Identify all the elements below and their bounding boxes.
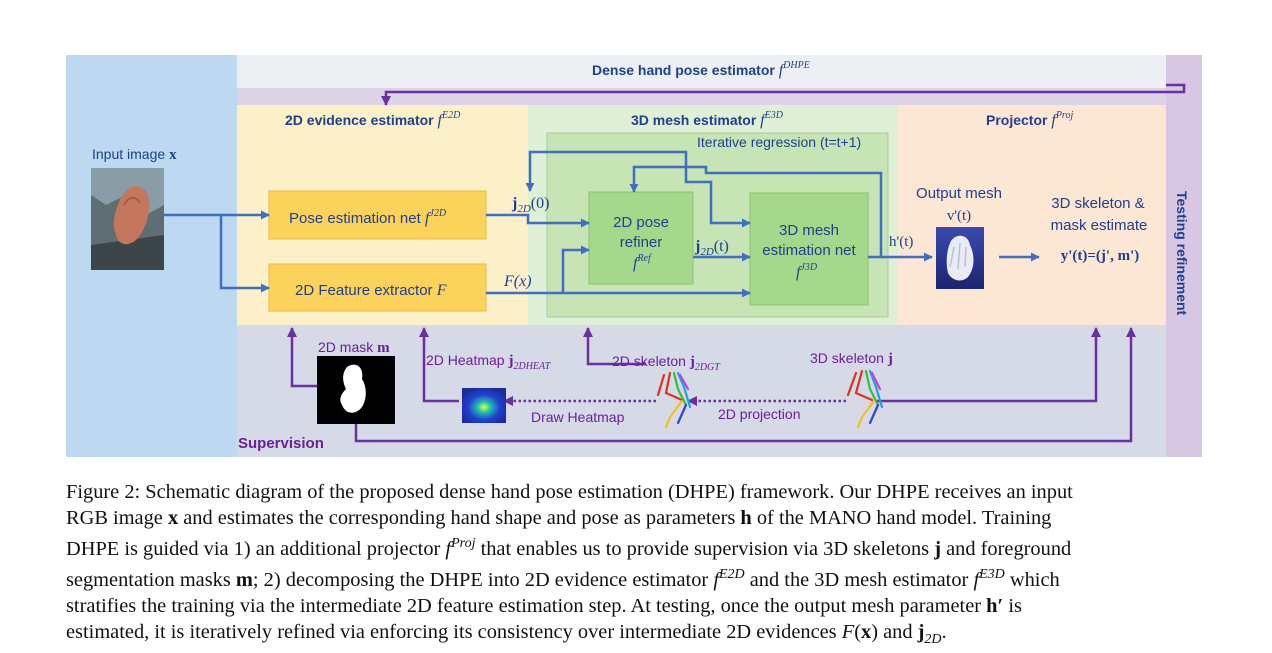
- dense-estimator-title: Dense hand pose estimator fDHPE: [592, 60, 810, 79]
- pose-refiner-symbol: fRef: [633, 253, 652, 272]
- input-image-label: Input image x: [92, 146, 177, 163]
- testing-refinement-label: Testing refinement: [1174, 191, 1190, 316]
- caption-line-2: RGB image x and estimates the correspond…: [66, 507, 1052, 529]
- projector-title: Projector fProj: [986, 110, 1073, 129]
- pose-refiner: [588, 191, 694, 285]
- skeleton3d-label: 3D skeleton j: [810, 350, 893, 367]
- testing-refinement-strip: [1166, 55, 1202, 457]
- dhpe-diagram: Dense hand pose estimator fDHPE 2D evide…: [66, 55, 1202, 457]
- supervision-label: Supervision: [238, 435, 324, 452]
- fx-label: F(x): [503, 273, 532, 290]
- heatmap-image: [462, 388, 506, 423]
- iterative-title: Iterative regression (t=t+1): [697, 134, 861, 150]
- skeleton3d-image: [846, 369, 884, 429]
- mesh-net-line2: estimation net: [762, 242, 856, 259]
- skeleton2d-label: 2D skeleton j2DGT: [612, 353, 721, 373]
- j2dt-label: j2D(t): [694, 238, 729, 258]
- projection-label: 2D projection: [718, 406, 801, 422]
- input-hand-image: [91, 168, 164, 270]
- pose-estimation-net: [268, 190, 487, 240]
- skeleton-estimate-line2: mask estimate: [1051, 217, 1148, 234]
- ht-label: h'(t): [889, 234, 913, 250]
- j2d0-label: j2D(0): [511, 195, 549, 215]
- caption-line-5: stratifies the training via the intermed…: [66, 594, 1022, 617]
- caption-line-3: DHPE is guided via 1) an additional proj…: [66, 536, 1072, 560]
- feature-extractor-label: 2D Feature extractor F: [295, 282, 447, 299]
- projector-region: [898, 105, 1166, 325]
- mask-label: 2D mask m: [318, 339, 390, 356]
- evidence-title: 2D evidence estimator fE2D: [285, 110, 461, 129]
- figure-caption: Figure 2: Schematic diagram of the propo…: [66, 479, 1206, 653]
- mask-image: [317, 356, 395, 424]
- testing-band: [237, 88, 1166, 105]
- skeleton2d-image: [656, 371, 692, 429]
- caption-line-1: Figure 2: Schematic diagram of the propo…: [66, 481, 1073, 503]
- draw-heatmap-label: Draw Heatmap: [531, 409, 625, 425]
- output-mesh-label: Output mesh: [916, 185, 1002, 202]
- caption-line-6: estimated, it is iteratively refined via…: [66, 620, 947, 647]
- dense-estimator-band: [237, 55, 1166, 88]
- skeleton-estimate-line3: y'(t)=(j', m'): [1061, 248, 1140, 264]
- pose-refiner-line2: refiner: [620, 234, 663, 251]
- heatmap-label: 2D Heatmap j2DHEAT: [426, 352, 552, 372]
- feature-extractor: [268, 263, 487, 312]
- supervision-arrows: [287, 83, 1186, 443]
- output-mesh-image: [936, 227, 984, 289]
- mesh-estimation-net: [749, 192, 869, 306]
- mesh-net-line1: 3D mesh: [779, 222, 839, 239]
- pose-estimation-net-label: Pose estimation net fJ2D: [289, 208, 447, 227]
- skeleton-estimate-line1: 3D skeleton &: [1051, 195, 1144, 212]
- mesh-net-symbol: fJ3D: [796, 262, 818, 281]
- forward-flow-arrows: [164, 150, 1040, 298]
- caption-line-4: segmentation masks m; 2) decomposing the…: [66, 566, 1060, 591]
- pose-refiner-line1: 2D pose: [613, 214, 669, 231]
- mesh-title: 3D mesh estimator fE3D: [631, 110, 784, 129]
- output-mesh-symbol: v'(t): [947, 208, 971, 224]
